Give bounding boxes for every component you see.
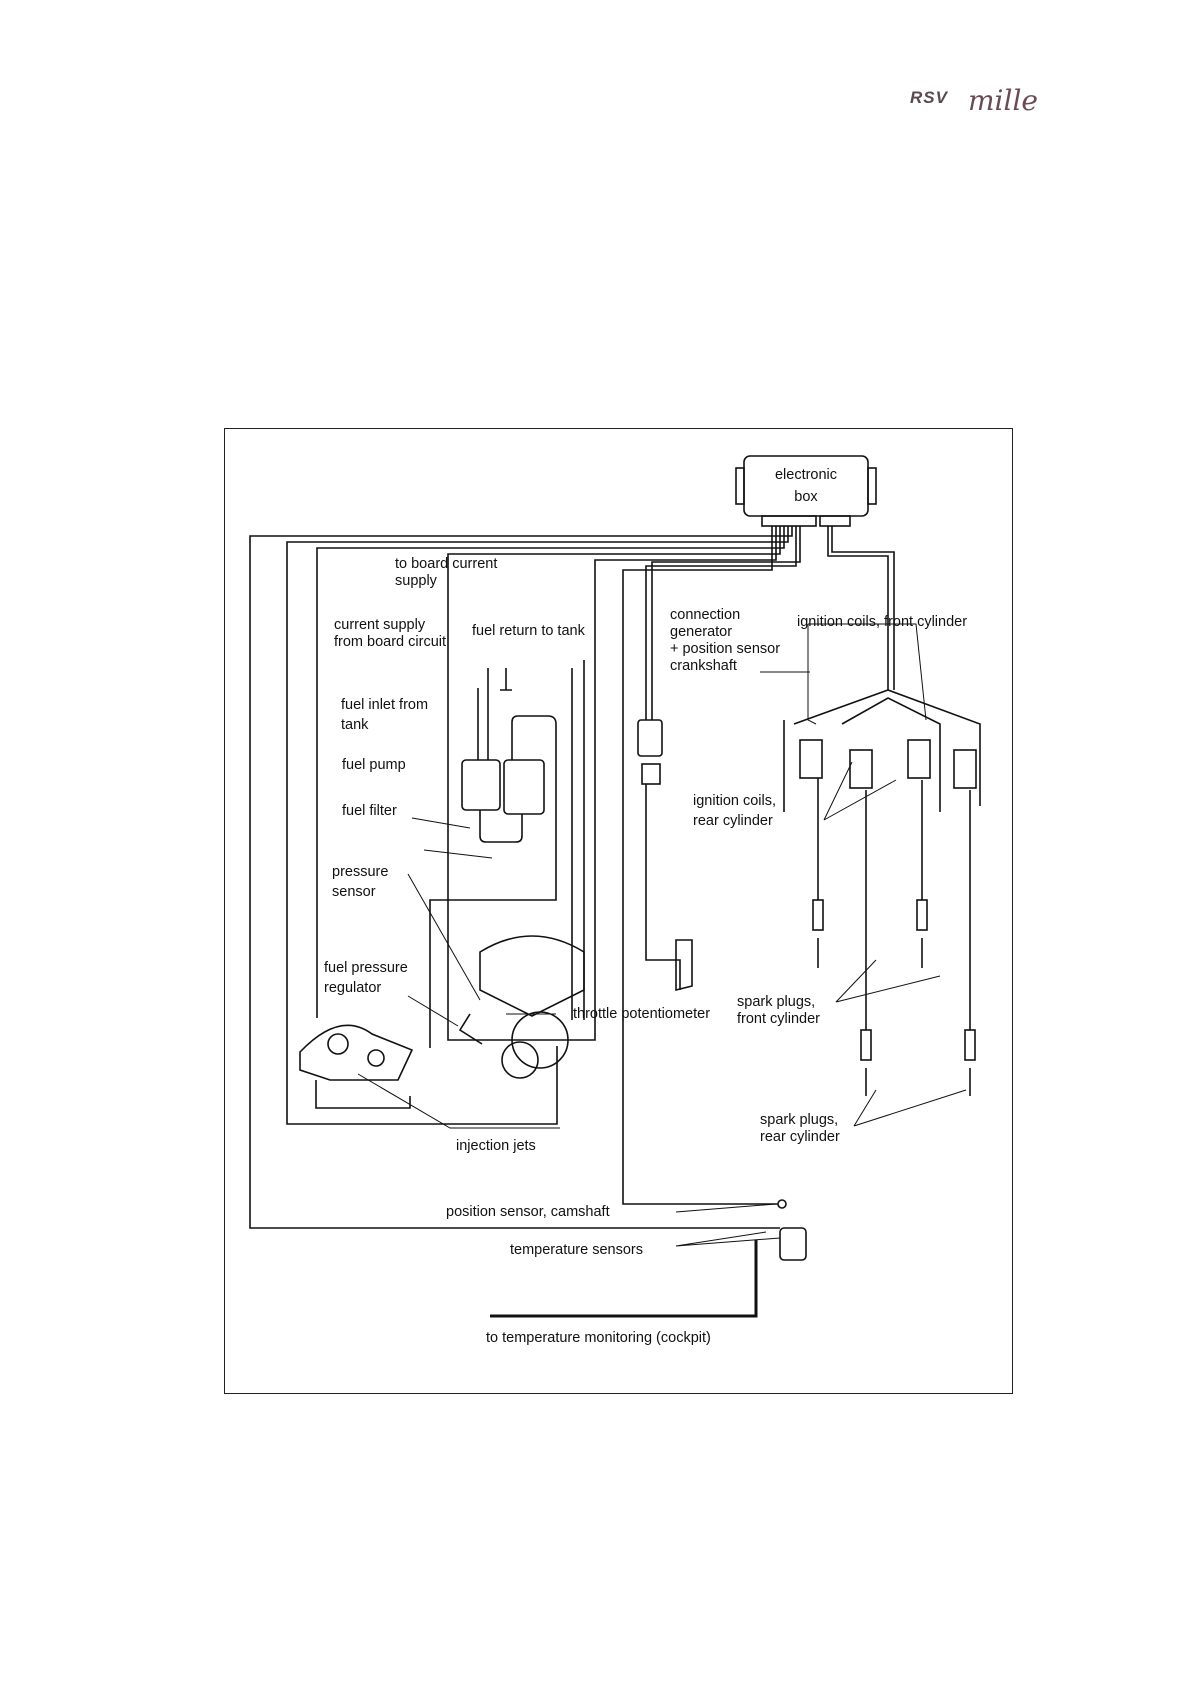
board-current-line2: supply	[395, 573, 437, 589]
box-connector-b	[819, 515, 851, 527]
fuel-filter-body	[503, 759, 545, 815]
current-supply-line2: from board circuit	[334, 634, 447, 650]
injector-1	[327, 1033, 349, 1055]
injector-2	[367, 1049, 385, 1067]
fuel-inlet-label: fuel inlet from tank	[341, 697, 428, 734]
fuel-inlet-line2: tank	[341, 717, 369, 733]
box-bracket-right	[867, 467, 877, 505]
coil-2	[849, 749, 873, 789]
current-supply-line1: current supply	[334, 617, 426, 633]
spark-front-line2: front cylinder	[737, 1011, 821, 1027]
generator-connector	[637, 719, 663, 757]
plug-boot-1	[812, 899, 824, 931]
generator-wire-a	[651, 526, 801, 720]
temperature-monitoring-label: to temperature monitoring (cockpit)	[486, 1330, 711, 1346]
temperature-sensors-label: temperature sensors	[510, 1242, 643, 1258]
pressure-sensor-label: pressure sensor	[332, 864, 388, 901]
fuel-pressure-regulator-label: fuel pressure regulator	[324, 960, 408, 997]
ignition-wire	[827, 526, 889, 690]
plug-boot-2	[860, 1029, 872, 1061]
ignition-rear-label: ignition coils, rear cylinder	[693, 793, 776, 830]
ignition-rear-line2: rear cylinder	[693, 813, 773, 829]
current-supply-label: current supply from board circuit	[334, 617, 446, 651]
injection-jets-label: injection jets	[456, 1138, 536, 1154]
connection-line3: + position sensor	[670, 641, 781, 657]
pointer-lines-sensors	[675, 1203, 781, 1247]
connection-line4: crankshaft	[670, 658, 737, 674]
regulator-line2: regulator	[324, 980, 382, 996]
logo-mille-text: mille	[968, 84, 1038, 117]
camshaft-wire	[622, 526, 778, 1205]
coil-1	[799, 739, 823, 779]
fuel-circuit-box	[447, 526, 781, 1041]
plug-boot-4	[964, 1029, 976, 1061]
crank-sensor-bracket	[675, 939, 693, 992]
fuel-lines	[429, 668, 557, 1048]
electronic-box-label: electronic box	[760, 467, 852, 506]
fuel-pump-label: fuel pump	[342, 757, 406, 773]
inner-harness-wire	[316, 526, 785, 1018]
coil-4	[953, 749, 977, 789]
pressure-sensor-line2: sensor	[332, 884, 376, 900]
ignition-rear-line1: ignition coils,	[693, 793, 777, 809]
connection-line1: connection	[670, 607, 741, 623]
fuel-inlet-line1: fuel inlet from	[341, 697, 429, 713]
spark-rear-line2: rear cylinder	[760, 1129, 840, 1145]
spark-front-line1: spark plugs,	[737, 994, 816, 1010]
temperature-sensor-body	[779, 1227, 807, 1261]
pointer-lines-left	[357, 817, 560, 1129]
board-current-line1: to board current	[395, 556, 498, 572]
coil-harness-inner	[841, 697, 941, 812]
electronic-box-line1: electronic	[774, 467, 838, 483]
plug-boot-3	[916, 899, 928, 931]
ignition-front-label: ignition coils, front cylinder	[797, 614, 968, 630]
spark-plugs-front-label: spark plugs, front cylinder	[737, 994, 820, 1028]
fuel-loop	[479, 810, 523, 843]
pointer-lines-right	[760, 623, 967, 1127]
generator-cable	[645, 784, 681, 990]
outer-harness-wire	[249, 526, 793, 1229]
injector-line	[315, 1080, 411, 1109]
pressure-regulator	[458, 1013, 483, 1045]
coil-harness	[783, 689, 981, 812]
right-harness-wire	[594, 526, 777, 1020]
fuel-return-lines	[571, 660, 585, 1020]
generator-plug	[641, 763, 661, 785]
fuel-filter-label: fuel filter	[342, 803, 397, 819]
connection-generator-label: connection generator + position sensor c…	[670, 607, 780, 675]
pressure-sensor-line1: pressure	[332, 864, 389, 880]
spark-rear-line1: spark plugs,	[760, 1112, 839, 1128]
airbox	[479, 935, 585, 1017]
logo-rsv-text: RSV	[910, 88, 948, 107]
camshaft-sensor	[777, 1199, 787, 1209]
throttle-valve	[501, 1041, 539, 1079]
throttle-body	[511, 1011, 569, 1069]
intake-manifold	[299, 1024, 414, 1081]
electronic-box-line2: box	[794, 489, 818, 505]
throttle-potentiometer-label: throttle potentiometer	[573, 1006, 711, 1022]
coil-3	[907, 739, 931, 779]
ignition-wire-b	[831, 526, 895, 690]
box-bracket-left	[735, 467, 745, 505]
diagram-frame	[224, 428, 1013, 1394]
generator-wire-b	[645, 526, 797, 720]
cockpit-temperature-wire	[490, 1240, 758, 1318]
camshaft-sensor-label: position sensor, camshaft	[446, 1204, 610, 1220]
fuel-pump-body	[461, 759, 501, 811]
fuel-return-label: fuel return to tank	[472, 623, 585, 639]
rsv-mille-logo: RSV mille	[910, 82, 1070, 122]
middle-harness-wire	[286, 526, 789, 1125]
connection-line2: generator	[670, 624, 733, 640]
box-connector-a	[761, 515, 817, 527]
spark-plugs-rear-label: spark plugs, rear cylinder	[760, 1112, 840, 1146]
board-current-supply-label: to board current supply	[395, 556, 497, 590]
regulator-line1: fuel pressure	[324, 960, 408, 976]
ground-symbol	[500, 668, 512, 691]
